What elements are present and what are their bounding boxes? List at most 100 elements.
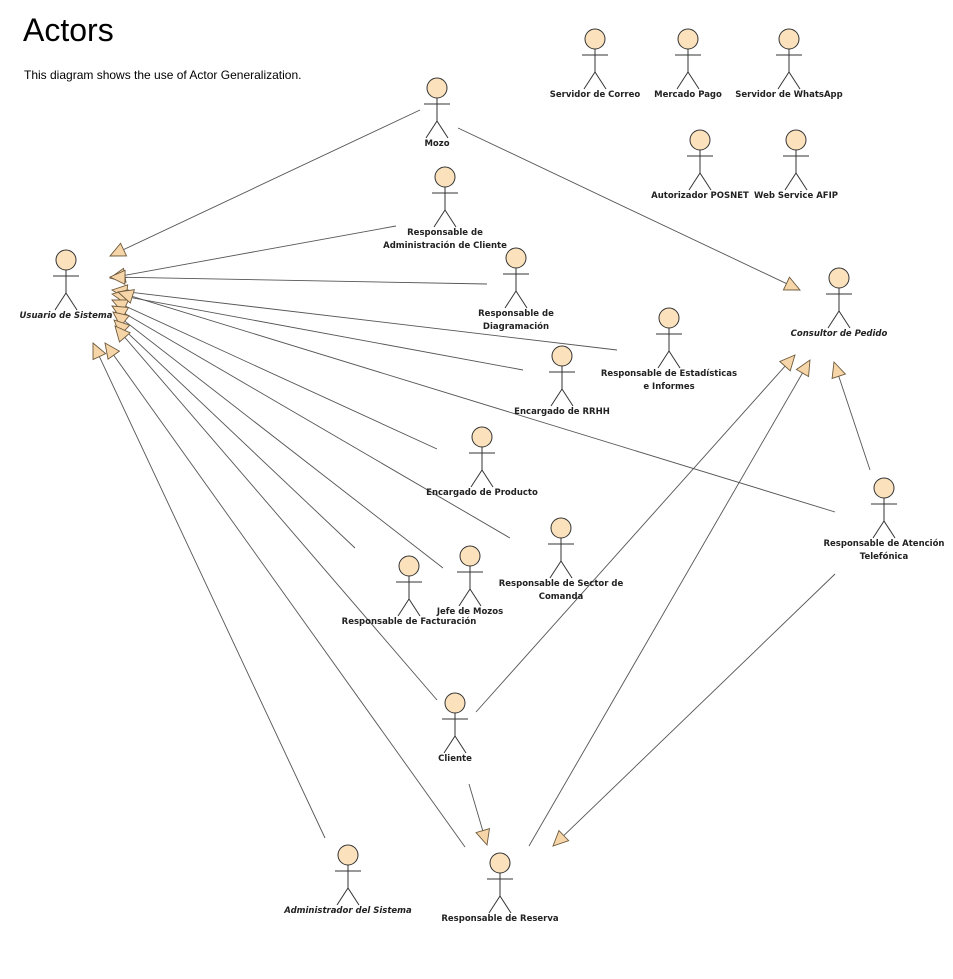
generalization-line-jefe_mozos-to-usuario_sistema[interactable] bbox=[124, 320, 444, 569]
generalization-line-admin_sistema-to-usuario_sistema[interactable] bbox=[98, 356, 326, 839]
generalization-arrowhead-mozo-to-consultor_pedido bbox=[782, 276, 801, 291]
actor-label: Mercado Pago bbox=[654, 90, 722, 100]
actor-label: Responsable de Reserva bbox=[441, 914, 559, 924]
actor-encargado-producto[interactable]: Encargado de Producto bbox=[426, 426, 538, 498]
actor-label-line: Responsable de Atención bbox=[824, 538, 945, 549]
generalization-arrowhead-resp_atencion_tel-to-resp_reserva bbox=[552, 829, 570, 847]
generalization-line-cliente-to-consultor_pedido[interactable] bbox=[475, 365, 786, 713]
generalization-line-mozo-to-consultor_pedido[interactable] bbox=[457, 127, 787, 284]
actor-label: Mozo bbox=[424, 139, 449, 149]
actor-jefe-mozos[interactable]: Jefe de Mozos bbox=[436, 545, 503, 617]
actor-cliente[interactable]: Cliente bbox=[438, 692, 472, 764]
generalization-arrowhead-admin_sistema-to-usuario_sistema bbox=[92, 342, 107, 361]
generalization-line-resp_admin_cliente-to-usuario_sistema[interactable] bbox=[124, 225, 397, 276]
actor-admin-sistema[interactable]: Administrador del Sistema bbox=[283, 844, 412, 916]
stick-figure-icon bbox=[582, 28, 608, 90]
actor-label: Cliente bbox=[438, 754, 472, 764]
generalization-arrowhead-cliente-to-consultor_pedido bbox=[778, 354, 796, 372]
actor-label-line: Responsable de Reserva bbox=[441, 914, 559, 924]
generalization-line-resp_atencion_tel-to-resp_reserva[interactable] bbox=[563, 573, 836, 836]
actor-label-line: Responsable de bbox=[407, 228, 483, 238]
actor-label-line: Usuario de Sistema bbox=[20, 311, 113, 321]
actor-mercado-pago[interactable]: Mercado Pago bbox=[654, 28, 722, 100]
generalization-line-resp_diagramacion-to-usuario_sistema[interactable] bbox=[124, 276, 488, 285]
stick-figure-icon bbox=[442, 692, 468, 754]
actor-label-line: Responsable de Estadísticas bbox=[601, 369, 737, 379]
stick-figure-icon bbox=[776, 28, 802, 90]
actor-label-line: e Informes bbox=[643, 382, 694, 392]
actor-label: Encargado de RRHH bbox=[514, 407, 610, 417]
stick-figure-icon bbox=[432, 166, 458, 228]
actor-label: Servidor de WhatsApp bbox=[735, 90, 842, 100]
actor-autorizador-posnet[interactable]: Autorizador POSNET bbox=[651, 129, 749, 201]
actor-web-service-afip[interactable]: Web Service AFIP bbox=[754, 129, 838, 201]
actor-label-line: Responsable de Sector de bbox=[499, 579, 624, 589]
generalization-line-resp_sector_comanda-to-usuario_sistema[interactable] bbox=[124, 313, 511, 539]
stick-figure-icon bbox=[687, 129, 713, 191]
actor-label: Responsable de Facturación bbox=[342, 616, 477, 627]
generalization-line-cliente-to-resp_reserva[interactable] bbox=[468, 783, 484, 831]
actor-label-line: Web Service AFIP bbox=[754, 191, 838, 201]
stick-figure-icon bbox=[335, 844, 361, 906]
actor-mozo[interactable]: Mozo bbox=[424, 77, 450, 149]
stick-figure-icon bbox=[548, 517, 574, 579]
stick-figure-icon bbox=[826, 267, 852, 329]
actor-label: Servidor de Correo bbox=[550, 90, 641, 100]
generalization-line-encargado_rrhh-to-usuario_sistema[interactable] bbox=[126, 296, 524, 371]
actor-label-line: Diagramación bbox=[483, 321, 549, 332]
actor-usuario-sistema[interactable]: Usuario de Sistema bbox=[20, 249, 113, 321]
actor-label-line: Encargado de RRHH bbox=[514, 407, 610, 417]
stick-figure-icon bbox=[469, 426, 495, 488]
actor-label-line: Administrador del Sistema bbox=[283, 906, 412, 916]
actor-servidor-whatsapp[interactable]: Servidor de WhatsApp bbox=[735, 28, 843, 100]
actor-label-line: Telefónica bbox=[860, 551, 909, 562]
actor-encargado-rrhh[interactable]: Encargado de RRHH bbox=[514, 345, 610, 417]
stick-figure-icon bbox=[503, 247, 529, 309]
stick-figure-icon bbox=[871, 477, 897, 539]
generalization-line-mozo-to-usuario_sistema[interactable] bbox=[123, 109, 421, 251]
actor-label-line: Mozo bbox=[424, 139, 449, 149]
generalization-line-resp_reserva-to-consultor_pedido[interactable] bbox=[528, 372, 803, 847]
actor-label-line: Jefe de Mozos bbox=[436, 607, 503, 617]
actor-servidor-correo[interactable]: Servidor de Correo bbox=[550, 28, 641, 100]
actor-label: Autorizador POSNET bbox=[651, 191, 749, 201]
actor-label-line: Cliente bbox=[438, 754, 472, 764]
actor-resp-reserva[interactable]: Responsable de Reserva bbox=[441, 852, 559, 924]
generalization-line-resp_atencion_tel-to-consultor_pedido[interactable] bbox=[838, 376, 871, 471]
actor-label-line: Responsable de Facturación bbox=[342, 616, 477, 627]
stick-figure-icon bbox=[675, 28, 701, 90]
generalization-line-resp_reserva-to-usuario_sistema[interactable] bbox=[113, 354, 466, 848]
actor-label-line: Mercado Pago bbox=[654, 90, 722, 100]
generalization-line-resp_atencion_tel-to-usuario_sistema[interactable] bbox=[132, 295, 836, 513]
generalization-line-resp_facturacion-to-usuario_sistema[interactable] bbox=[124, 329, 356, 549]
actor-resp-estadisticas[interactable]: Responsable de Estadísticas e Informes bbox=[601, 307, 737, 392]
actor-label: Usuario de Sistema bbox=[20, 311, 113, 321]
stick-figure-icon bbox=[549, 345, 575, 407]
generalization-arrowhead-jefe_mozos-to-usuario_sistema bbox=[112, 311, 130, 328]
actor-consultor-pedido[interactable]: Consultor de Pedido bbox=[791, 267, 888, 339]
actor-label-line: Consultor de Pedido bbox=[791, 329, 888, 339]
generalization-arrowhead-cliente-to-usuario_sistema bbox=[114, 325, 131, 343]
actor-resp-facturacion[interactable]: Responsable de Facturación bbox=[342, 555, 477, 627]
generalization-arrowhead-resp_atencion_tel-to-usuario_sistema bbox=[116, 289, 136, 304]
generalization-line-cliente-to-usuario_sistema[interactable] bbox=[124, 337, 438, 701]
generalization-line-encargado_producto-to-usuario_sistema[interactable] bbox=[125, 305, 438, 450]
generalization-arrowhead-resp_reserva-to-usuario_sistema bbox=[104, 342, 121, 361]
generalization-arrowhead-resp_atencion_tel-to-consultor_pedido bbox=[831, 360, 847, 380]
generalization-arrowhead-resp_reserva-to-consultor_pedido bbox=[795, 359, 811, 378]
diagram-description: This diagram shows the use of Actor Gene… bbox=[24, 68, 302, 82]
generalization-line-resp_estadisticas-to-usuario_sistema[interactable] bbox=[126, 291, 618, 351]
stick-figure-icon bbox=[53, 249, 79, 311]
actor-label-line: Autorizador POSNET bbox=[651, 191, 749, 201]
generalization-arrowheads bbox=[92, 242, 847, 847]
actor-label: Web Service AFIP bbox=[754, 191, 838, 201]
actor-label-line: Servidor de Correo bbox=[550, 90, 641, 100]
